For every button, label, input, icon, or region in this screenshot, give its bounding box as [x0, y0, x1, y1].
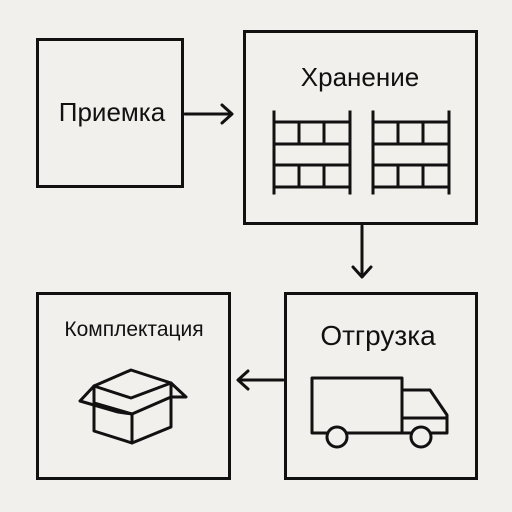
node-reception	[36, 38, 184, 188]
edge-shipping-picking	[236, 369, 285, 391]
edge-reception-storage	[183, 103, 234, 125]
node-reception-label: Приемка	[58, 97, 166, 127]
edge-storage-shipping	[351, 224, 373, 279]
node-picking-label: Комплектация	[64, 318, 204, 341]
node-storage	[243, 30, 478, 225]
node-storage-label: Хранение	[300, 62, 420, 92]
node-shipping-label: Отгрузка	[320, 320, 436, 351]
